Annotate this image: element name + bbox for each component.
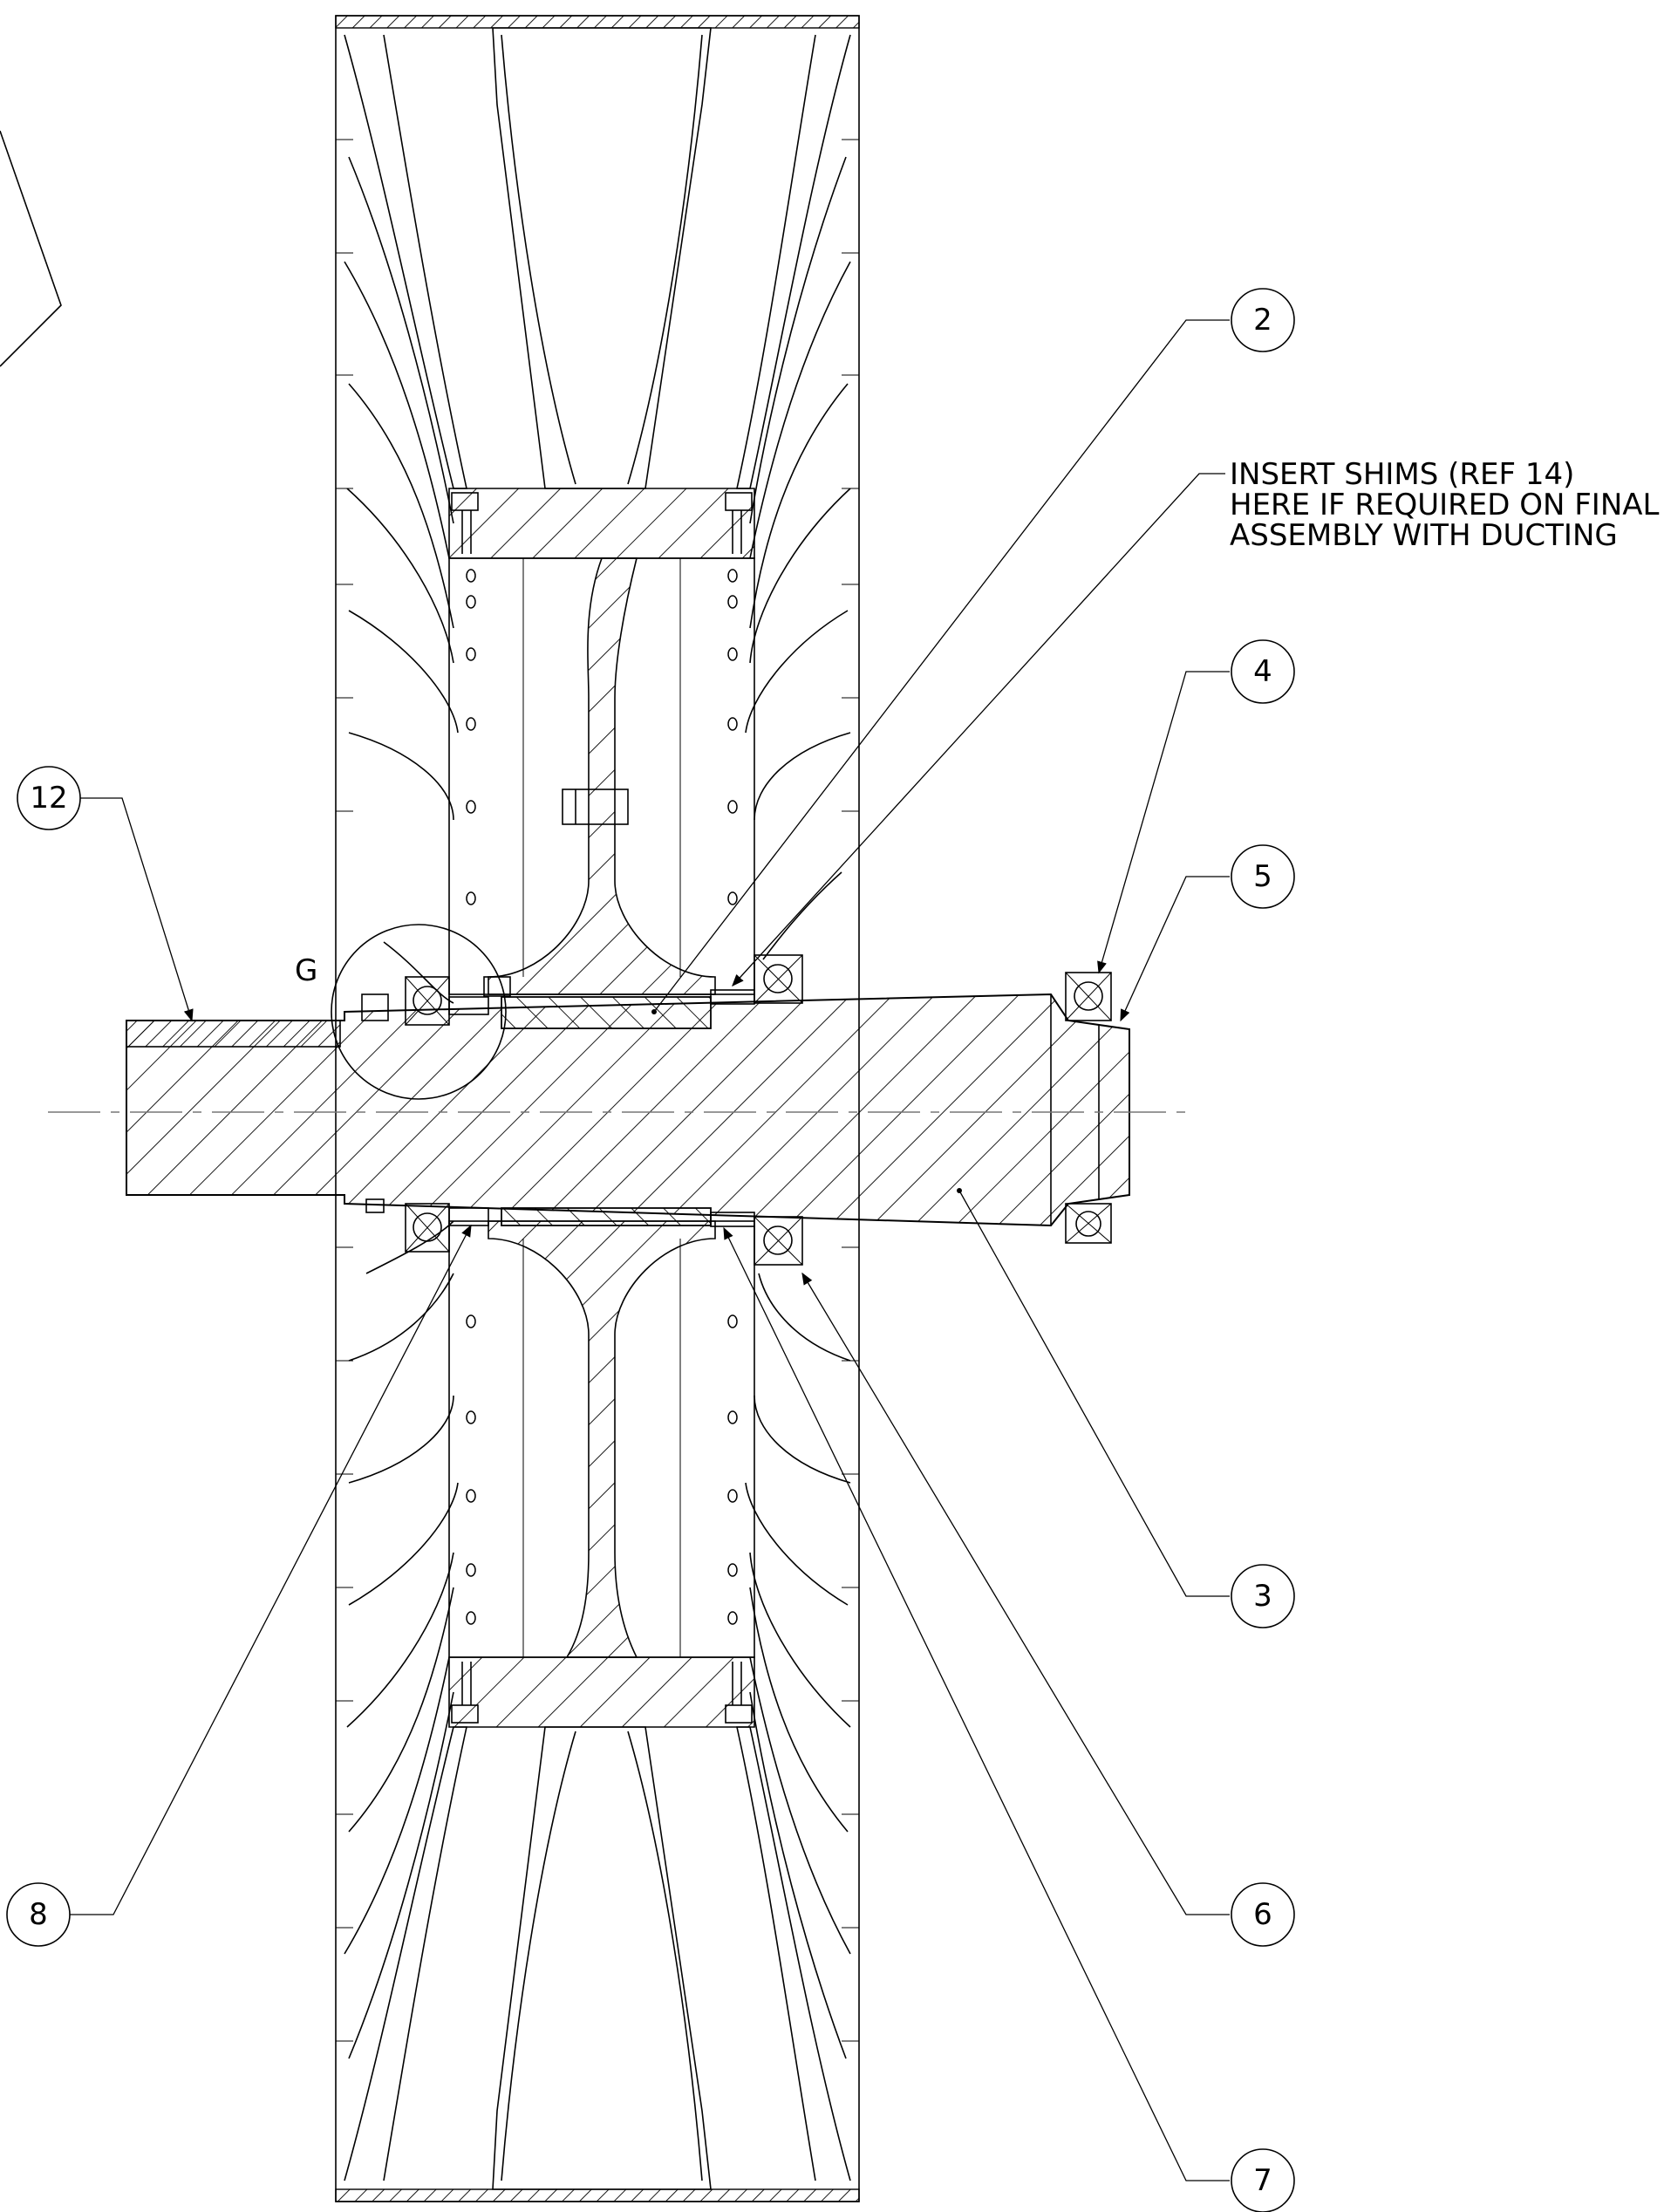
main-shaft <box>126 993 1130 1227</box>
balloon-12: 12 <box>17 766 81 830</box>
balloon-5: 5 <box>1231 844 1295 909</box>
svg-text:12: 12 <box>30 781 67 816</box>
hub-sleeve <box>483 976 712 1226</box>
detail-g-label: G <box>295 953 317 988</box>
balloon-7: 7 <box>1231 2148 1295 2212</box>
svg-text:2: 2 <box>1253 303 1272 338</box>
svg-text:3: 3 <box>1253 1579 1272 1614</box>
svg-text:8: 8 <box>29 1897 48 1932</box>
note-line-1: INSERT SHIMS (REF 14) <box>1230 457 1574 492</box>
rotor-hub <box>448 488 755 1728</box>
frame-fragment <box>0 130 62 367</box>
bearings <box>361 954 1112 1266</box>
balloon-6: 6 <box>1231 1882 1295 1947</box>
balloon-4: 4 <box>1231 639 1295 704</box>
detail-g-circle <box>331 924 507 1100</box>
note-line-2: HERE IF REQUIRED ON FINAL <box>1230 488 1660 522</box>
svg-text:7: 7 <box>1253 2163 1272 2198</box>
balloon-3: 3 <box>1231 1564 1295 1628</box>
balloon-8: 8 <box>6 1882 71 1947</box>
balloon-2: 2 <box>1231 288 1295 352</box>
duct-housing <box>335 15 860 2202</box>
svg-text:4: 4 <box>1253 654 1272 689</box>
leader-lines <box>70 319 1230 2181</box>
shim-note: INSERT SHIMS (REF 14) HERE IF REQUIRED O… <box>1230 457 1660 553</box>
svg-text:6: 6 <box>1253 1897 1272 1932</box>
svg-text:5: 5 <box>1253 859 1272 894</box>
note-line-3: ASSEMBLY WITH DUCTING <box>1230 518 1618 553</box>
